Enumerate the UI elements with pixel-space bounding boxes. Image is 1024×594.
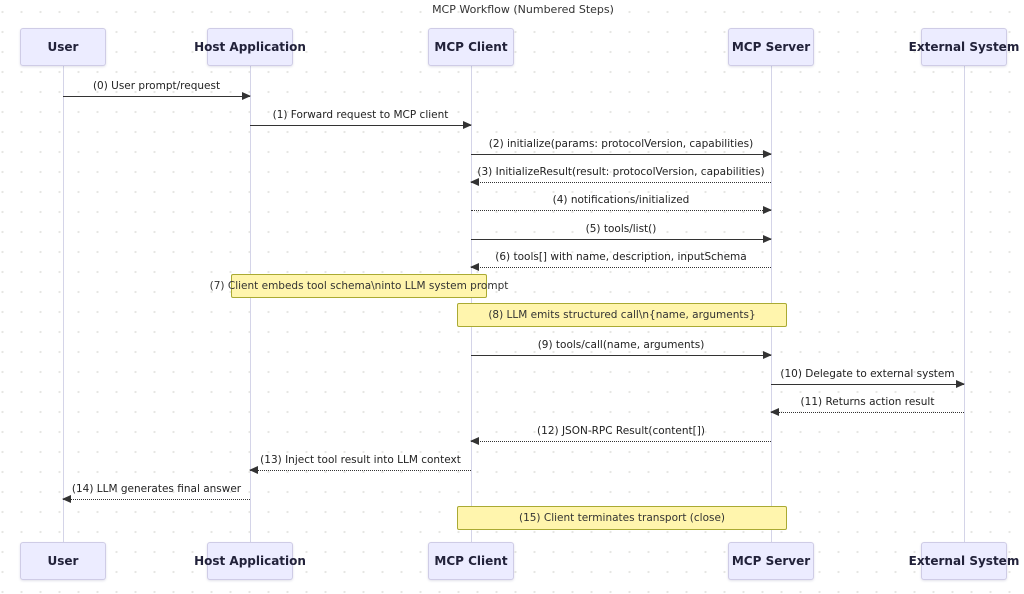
message-11: (11) Returns action result [770,395,964,416]
note-label: (15) Client terminates transport (close) [518,512,726,524]
actor-label: MCP Server [731,40,811,54]
actor-label: External System [908,554,1020,568]
message-14: (14) LLM generates final answer [62,482,250,503]
note-15: (15) Client terminates transport (close) [457,506,787,530]
diagram-title: MCP Workflow (Numbered Steps) [432,3,614,16]
message-5: (5) tools/list() [471,222,772,243]
message-label: (13) Inject tool result into LLM context [260,454,461,466]
message-9: (9) tools/call(name, arguments) [471,338,772,359]
message-label: (11) Returns action result [800,396,935,408]
actor-external-system-bottom: External System [909,542,1019,580]
message-13: (13) Inject tool result into LLM context [249,453,471,474]
actor-label: MCP Server [731,554,811,568]
actor-host-application-bottom: Host Application [194,542,306,580]
arrowhead-icon [956,380,965,388]
actor-label: External System [908,40,1020,54]
arrowhead-icon [763,235,772,243]
actor-mcp-server-bottom: MCP Server [728,542,814,580]
message-label: (1) Forward request to MCP client [272,109,449,121]
lifeline-host-application [250,66,251,542]
message-label: (4) notifications/initialized [552,194,690,206]
actor-user-top: User [20,28,106,66]
arrowhead-icon [763,351,772,359]
message-3: (3) InitializeResult(result: protocolVer… [470,165,771,186]
actor-host-application-top: Host Application [194,28,306,66]
message-1: (1) Forward request to MCP client [250,108,472,129]
message-0: (0) User prompt/request [63,79,251,100]
message-label: (6) tools[] with name, description, inpu… [495,251,747,263]
message-label: (14) LLM generates final answer [71,483,242,495]
message-2: (2) initialize(params: protocolVersion, … [471,137,772,158]
arrowhead-icon [770,408,779,416]
arrowhead-icon [470,178,479,186]
actor-label: Host Application [194,554,306,568]
arrowhead-icon [470,437,479,445]
actor-label: User [47,40,79,54]
message-label: (3) InitializeResult(result: protocolVer… [477,166,765,178]
message-label: (5) tools/list() [585,223,657,235]
actor-user-bottom: User [20,542,106,580]
message-label: (10) Delegate to external system [780,368,955,380]
arrowhead-icon [763,206,772,214]
actor-label: User [47,554,79,568]
actor-external-system-top: External System [909,28,1019,66]
actor-label: Host Application [194,40,306,54]
arrowhead-icon [249,466,258,474]
message-10: (10) Delegate to external system [771,367,965,388]
actor-label: MCP Client [434,40,508,54]
arrowhead-icon [470,263,479,271]
actor-mcp-client-bottom: MCP Client [428,542,514,580]
actor-mcp-client-top: MCP Client [428,28,514,66]
message-label: (9) tools/call(name, arguments) [537,339,705,351]
arrowhead-icon [62,495,71,503]
message-label: (2) initialize(params: protocolVersion, … [488,138,754,150]
note-label: (8) LLM emits structured call\n{name, ar… [488,309,756,321]
arrowhead-icon [763,150,772,158]
actor-label: MCP Client [434,554,508,568]
message-4: (4) notifications/initialized [471,193,772,214]
message-12: (12) JSON-RPC Result(content[]) [470,424,771,445]
arrowhead-icon [463,121,472,129]
note-7: (7) Client embeds tool schema\ninto LLM … [210,274,508,298]
message-6: (6) tools[] with name, description, inpu… [470,250,771,271]
actor-mcp-server-top: MCP Server [728,28,814,66]
arrowhead-icon [242,92,251,100]
note-8: (8) LLM emits structured call\n{name, ar… [457,303,787,327]
message-label: (0) User prompt/request [92,80,221,92]
message-label: (12) JSON-RPC Result(content[]) [537,425,705,437]
note-label: (7) Client embeds tool schema\ninto LLM … [209,280,509,292]
lifeline-user [63,66,64,542]
lifeline-external-system [964,66,965,542]
